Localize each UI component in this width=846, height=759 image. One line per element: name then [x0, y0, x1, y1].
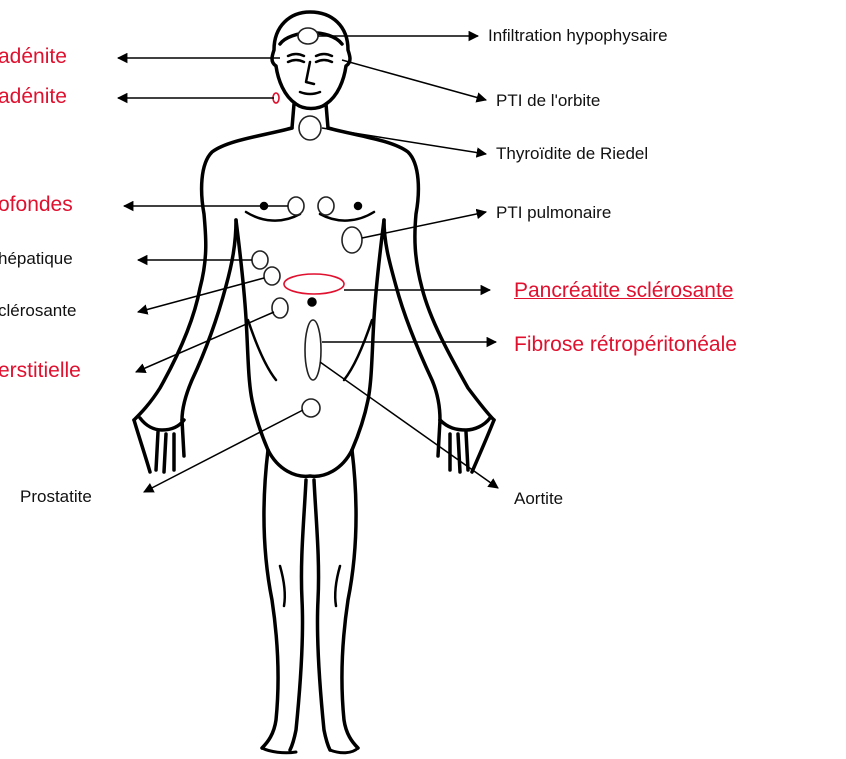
label-pti-pulmonaire: PTI pulmonaire: [496, 204, 611, 221]
marker-node-1: [288, 197, 304, 215]
label-hepatique: hépatique: [0, 250, 73, 267]
label-sclerosante: clérosante: [0, 302, 76, 319]
marker-lung: [342, 227, 362, 253]
label-infiltration-hypophysaire: Infiltration hypophysaire: [488, 27, 668, 44]
label-pancreatite-sclerosante: Pancréatite sclérosante: [514, 280, 733, 301]
label-fibrose-retroperitoneale: Fibrose rétropéritonéale: [514, 334, 737, 355]
marker-pancreas: [284, 274, 344, 294]
label-adenite-1: adénite: [0, 46, 67, 67]
marker-kidney: [272, 298, 288, 318]
marker-pituitary: [298, 28, 318, 44]
marker-liver-2: [264, 267, 280, 285]
marker-prostate: [302, 399, 320, 417]
label-thyroidite-riedel: Thyroïdite de Riedel: [496, 145, 648, 162]
label-profondes: ofondes: [0, 194, 73, 215]
label-adenite-2: adénite: [0, 86, 67, 107]
marker-thyroid: [299, 116, 321, 140]
label-interstitielle: erstitielle: [0, 360, 81, 381]
marker-aorta: [305, 320, 321, 380]
label-aortite: Aortite: [514, 490, 563, 507]
marker-node-2: [318, 197, 334, 215]
label-pti-orbite: PTI de l'orbite: [496, 92, 600, 109]
lesion-markers: [252, 28, 362, 417]
marker-liver-1: [252, 251, 268, 269]
label-prostatite: Prostatite: [20, 488, 92, 505]
